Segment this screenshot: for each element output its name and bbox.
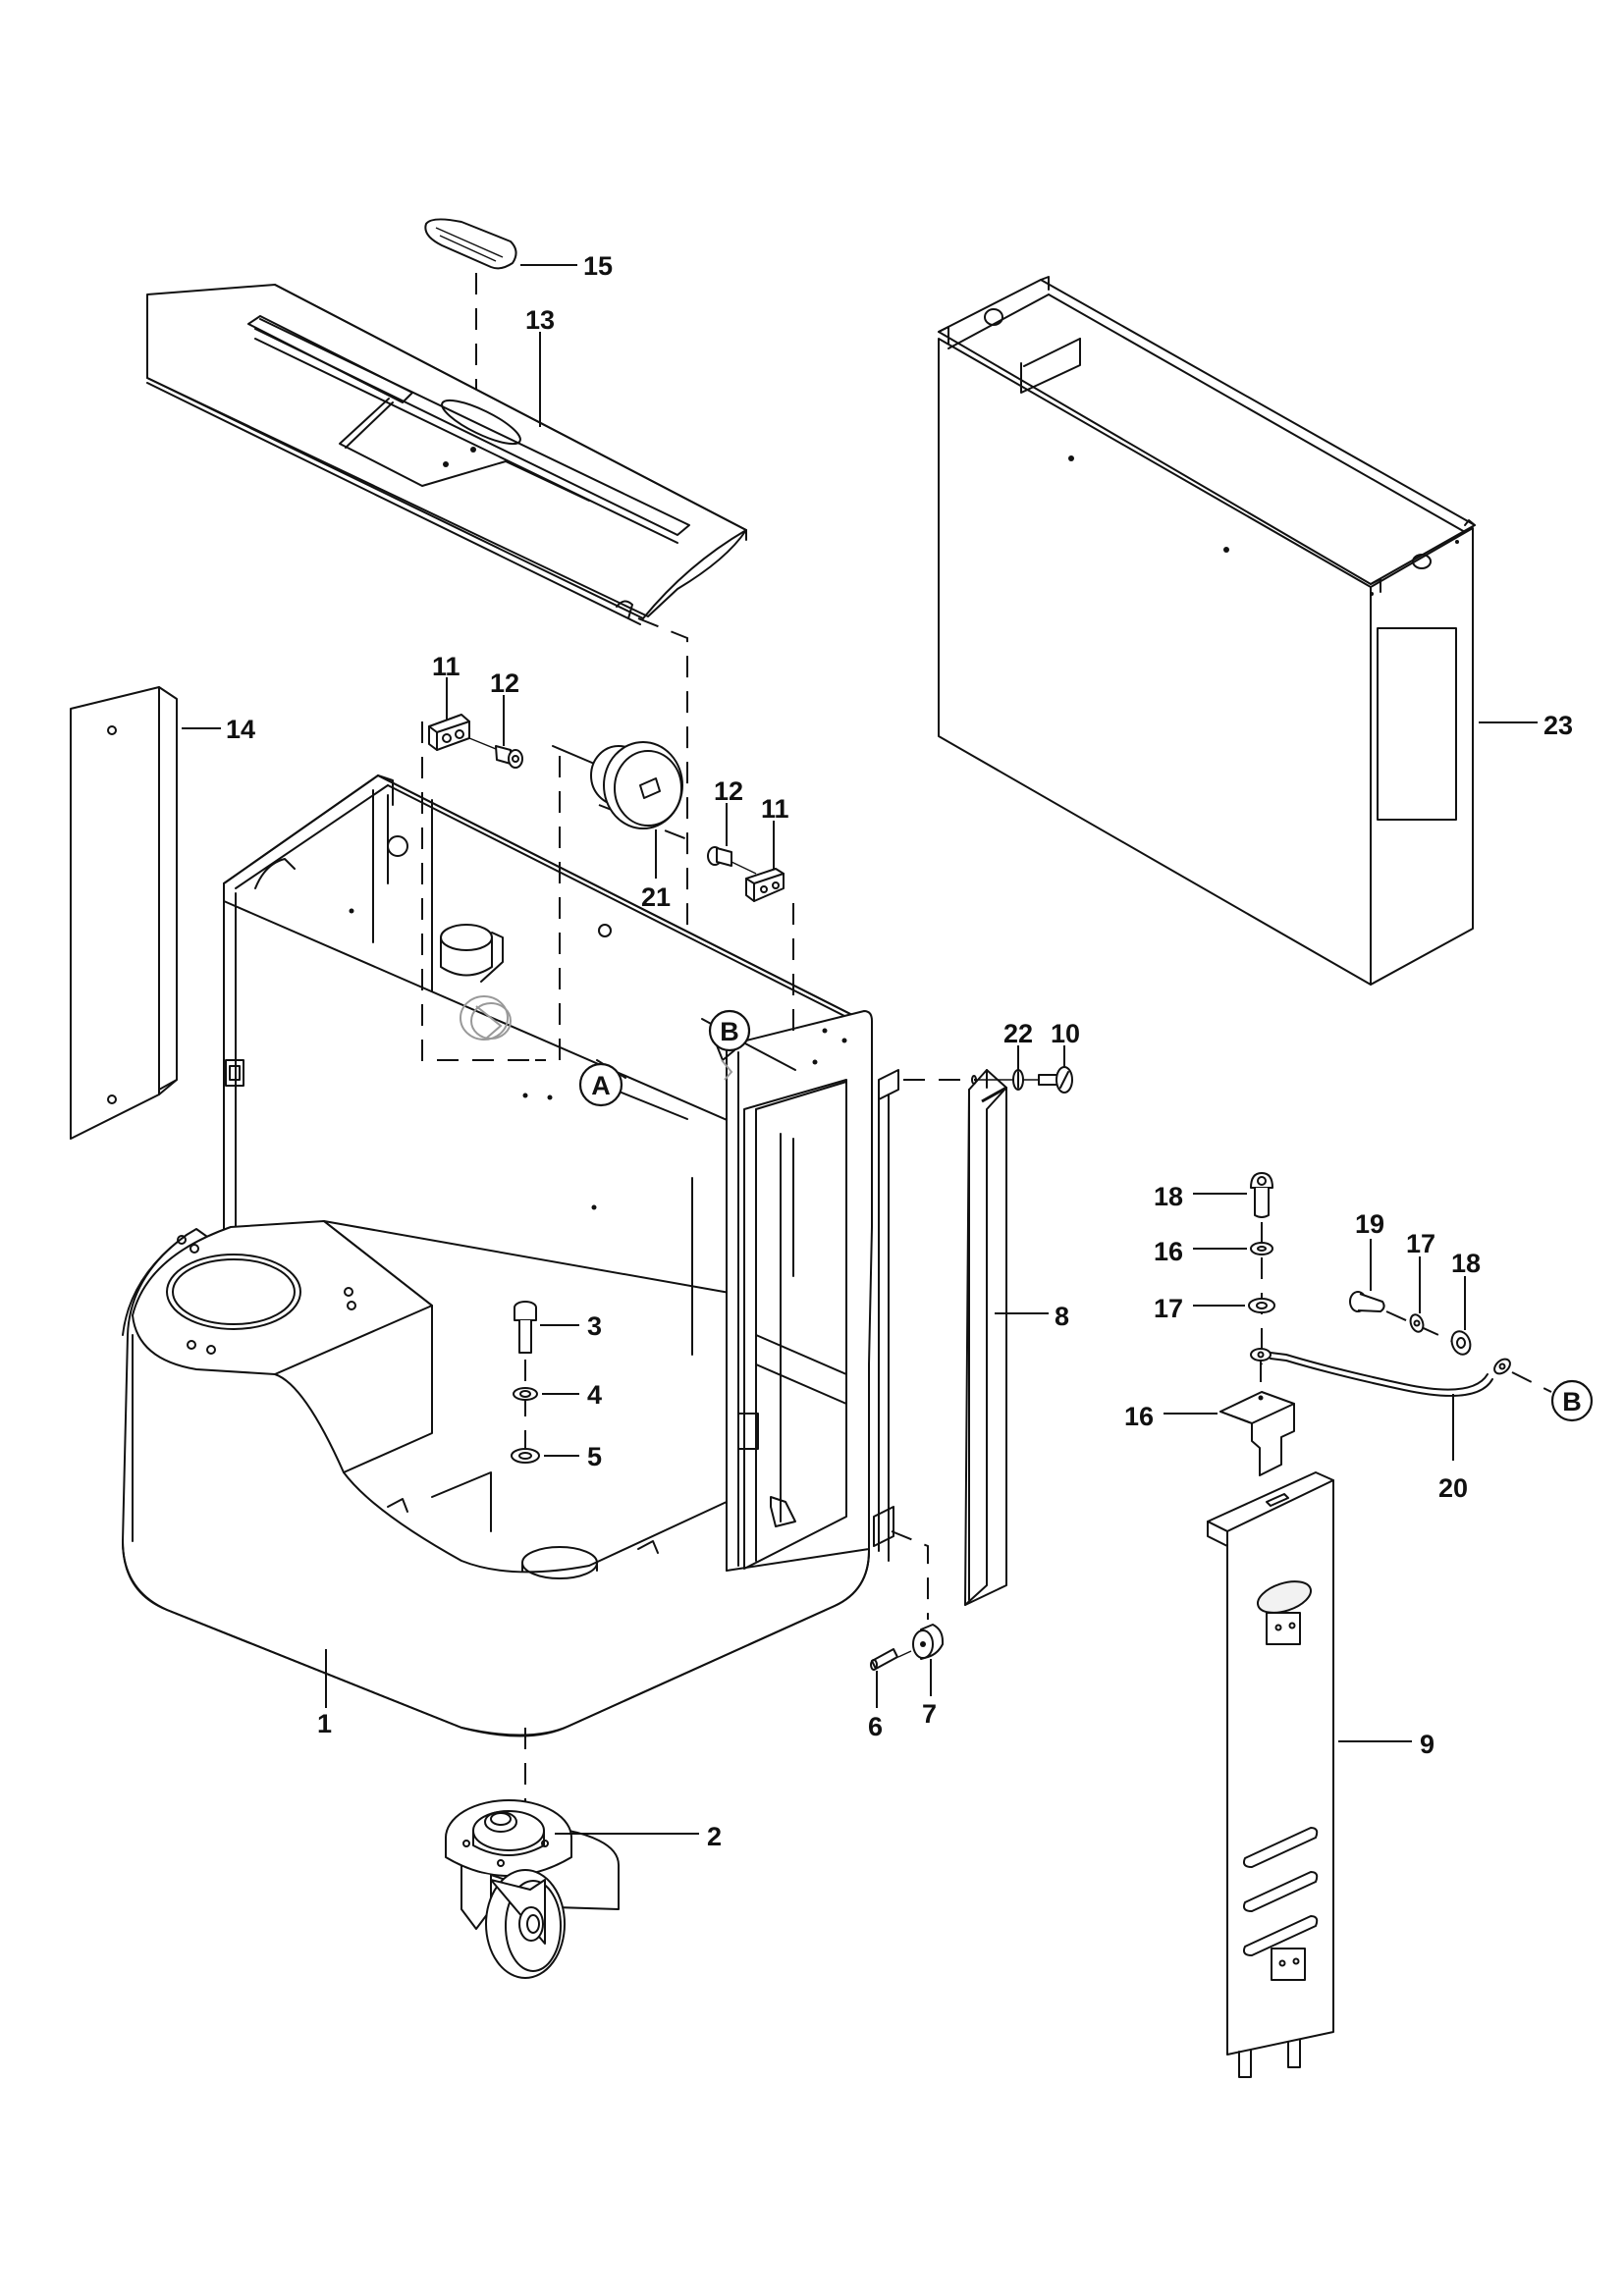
callout-18b: 19: [1355, 1209, 1384, 1239]
part-4-washer: [513, 1387, 538, 1401]
reference-marker-b-frame: B: [708, 1009, 751, 1052]
callout-8: 8: [1055, 1302, 1069, 1331]
callout-18a: 18: [1154, 1182, 1183, 1211]
ghost-clip: [460, 995, 512, 1041]
part-9-front-panel: [1207, 1471, 1334, 2078]
part-18-screw-vertical: [1250, 1172, 1273, 1218]
callout-22: 22: [1003, 1019, 1033, 1048]
part-16-lockwasher-vertical: [1250, 1242, 1273, 1255]
part-11-spacer-left: [428, 714, 470, 751]
callout-9: 9: [1420, 1730, 1435, 1759]
svg-text:A: A: [591, 1071, 611, 1100]
assembly-line-13: [637, 617, 688, 1070]
callout-5: 5: [587, 1442, 602, 1471]
axis-12b: [731, 861, 757, 875]
callout-15: 15: [583, 251, 613, 281]
svg-text:B: B: [720, 1017, 739, 1046]
callout-20: 20: [1438, 1473, 1468, 1503]
callout-11a: 11: [432, 652, 460, 681]
callout-11b: 11: [761, 794, 789, 824]
part-12-screw-right: [707, 846, 732, 867]
callout-4: 4: [587, 1380, 602, 1410]
callout-6: 6: [868, 1712, 883, 1741]
callout-1: 1: [317, 1709, 332, 1738]
part-17-washer-horizontal: [1450, 1330, 1472, 1356]
callout-10: 10: [1051, 1019, 1080, 1048]
callout-13: 13: [525, 305, 555, 335]
part-12-screw-left: [495, 745, 523, 769]
assembly-line-11a: [421, 721, 535, 1061]
callout-16a: 16: [1154, 1237, 1183, 1266]
part-18-screw-horizontal: [1349, 1291, 1385, 1312]
svg-text:B: B: [1562, 1387, 1582, 1416]
part-6-pin: [870, 1648, 898, 1671]
callout-17b: 18: [1451, 1249, 1481, 1278]
callout-12b: 12: [714, 776, 743, 806]
callout-21: 21: [641, 882, 671, 912]
part-20-cable: [1250, 1348, 1511, 1397]
ref-b-leader-right: [742, 1041, 796, 1071]
callout-16b: 17: [1406, 1229, 1435, 1258]
callout-12a: 12: [490, 668, 519, 698]
part-7-bushing: [912, 1624, 944, 1660]
part-17-washer-vertical: [1248, 1298, 1275, 1313]
axis-6: [897, 1650, 912, 1658]
part-2-caster: [445, 1799, 620, 1979]
part-3-bolt: [514, 1301, 537, 1354]
reference-marker-a: A: [578, 1062, 623, 1107]
assembly-line-7: [891, 1530, 929, 1620]
part-22-washer: [1012, 1069, 1024, 1091]
part-21-knob: [552, 741, 683, 829]
reference-marker-b-cable: B: [1550, 1379, 1594, 1422]
assembly-line-b2: [1511, 1371, 1552, 1393]
part-11-spacer-right: [745, 868, 785, 902]
part-5-washer: [511, 1448, 540, 1464]
callout-2: 2: [707, 1822, 722, 1851]
part-8-side-plate: [964, 1069, 1007, 1606]
part-23-battery-box: [938, 276, 1476, 986]
ref-a-leader-right: [621, 1092, 688, 1120]
part-19-clip: [1219, 1391, 1295, 1476]
assembly-line-21: [535, 756, 561, 1061]
callout-23: 23: [1543, 711, 1573, 740]
part-13-top-cover: [146, 284, 747, 625]
part-15-grip: [424, 218, 517, 270]
callout-14: 14: [226, 715, 255, 744]
callout-3: 3: [587, 1311, 602, 1341]
part-10-screw: [1038, 1066, 1073, 1094]
callout-19-label: 16: [1124, 1402, 1154, 1431]
part-16-lockwasher-horizontal: [1409, 1313, 1425, 1333]
callout-17a: 17: [1154, 1294, 1183, 1323]
part-14-side-angle: [70, 686, 178, 1140]
part-1-main-frame: [122, 774, 899, 1737]
callout-7: 7: [922, 1699, 937, 1729]
